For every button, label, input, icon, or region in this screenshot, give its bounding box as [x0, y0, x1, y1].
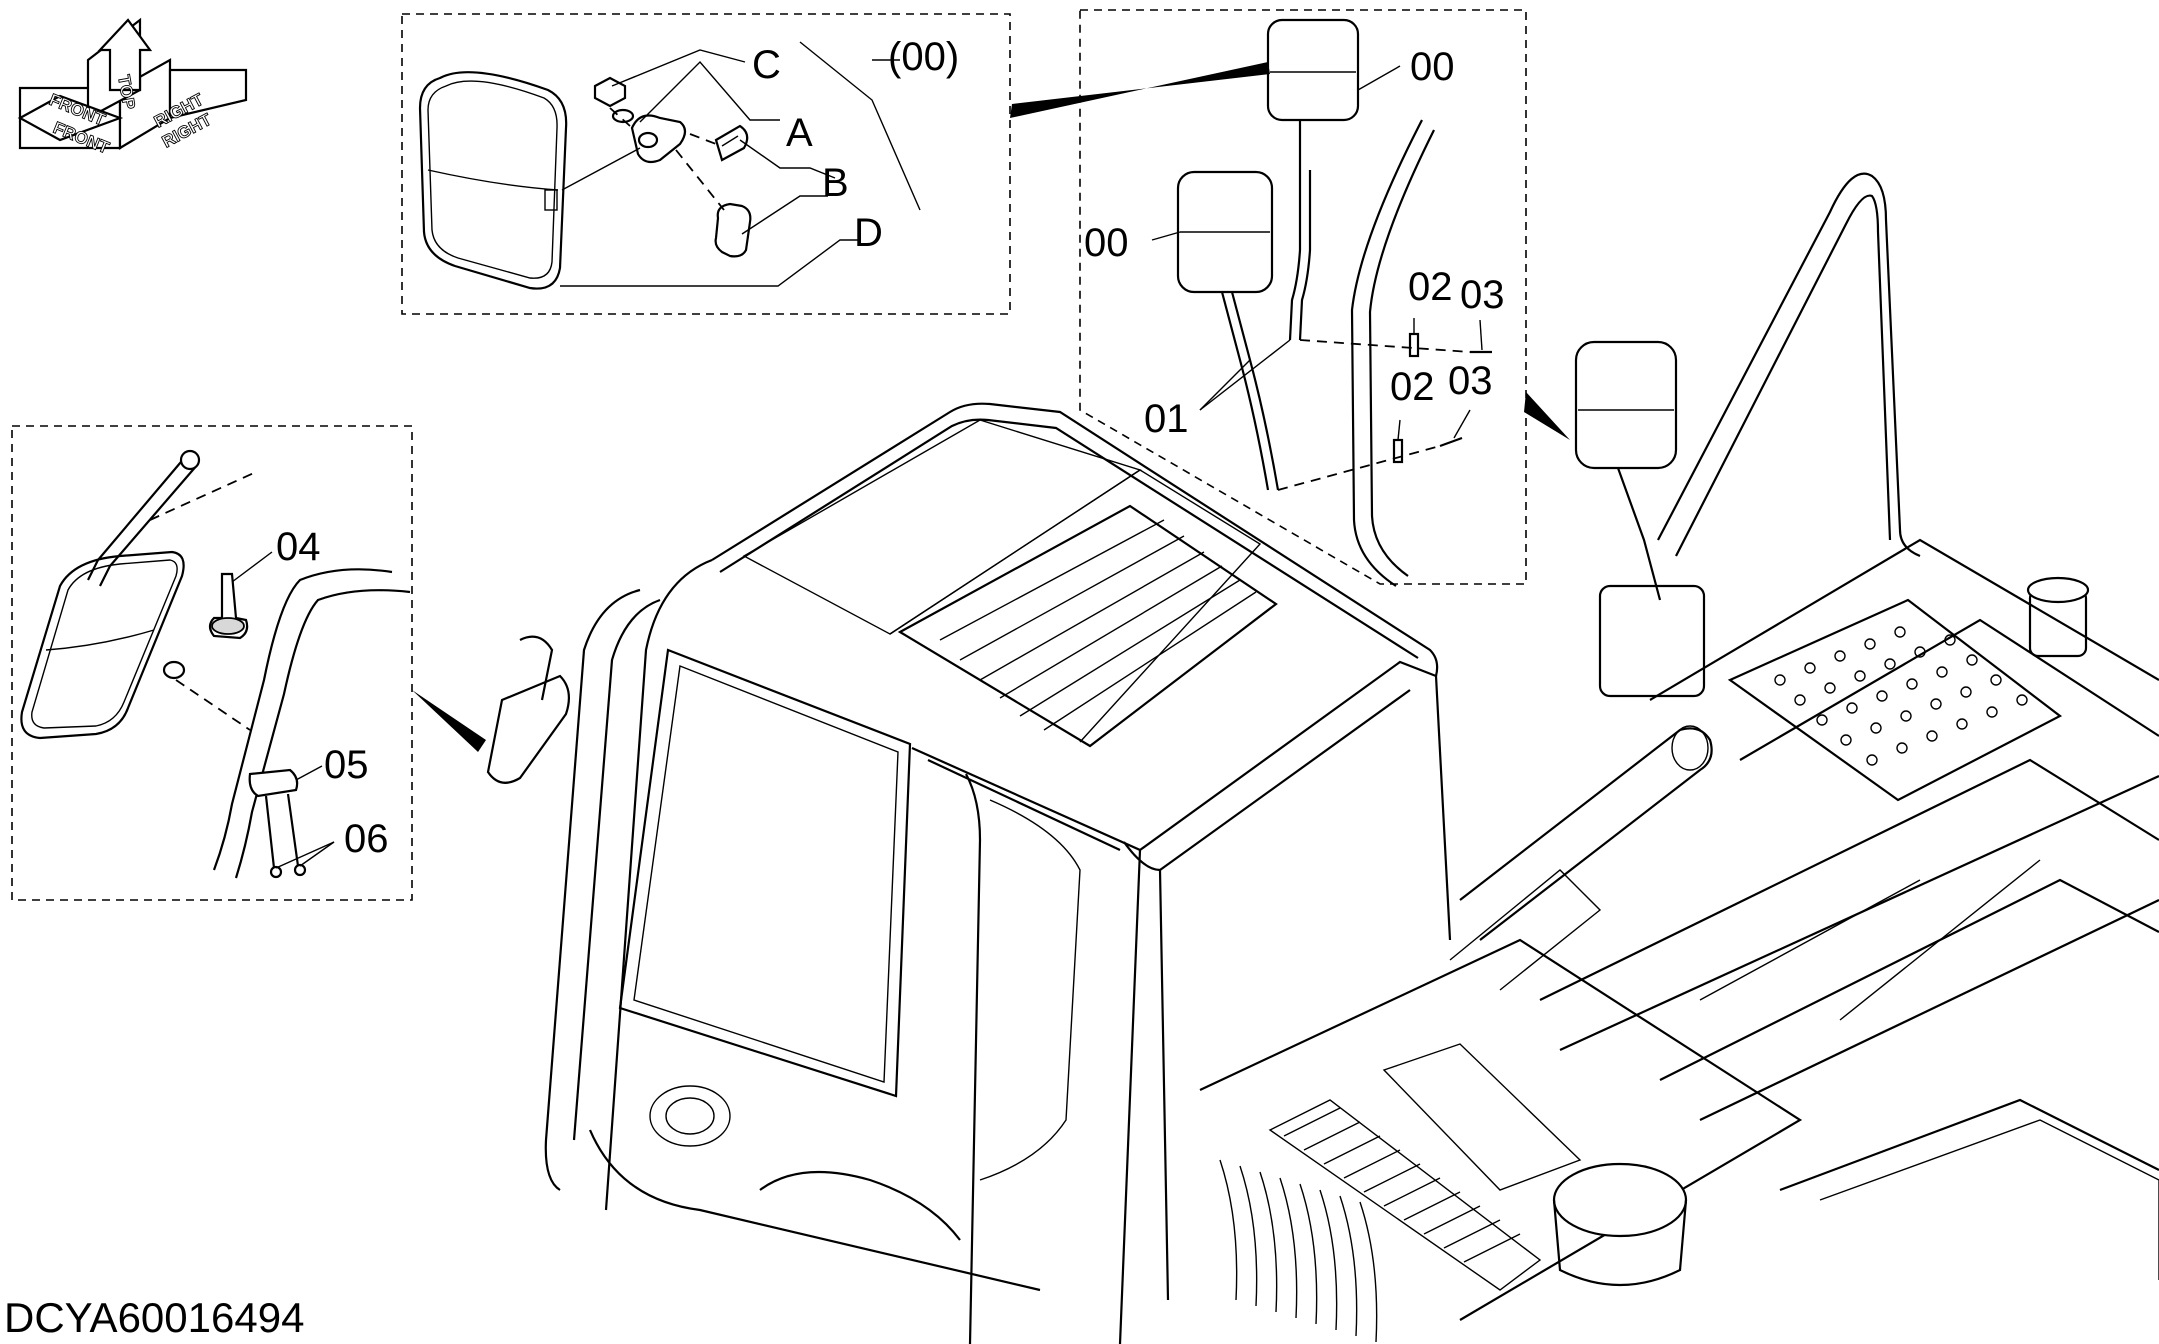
- detail-left-mirror: 04 05 06: [11, 425, 413, 901]
- label-d: D: [854, 211, 883, 255]
- label-clip-upper: 02: [1408, 265, 1453, 309]
- pointer-wedge-left: [412, 690, 486, 752]
- orientation-icon: FRONT FRONT TOP RIGHT RIGHT: [17, 17, 248, 158]
- screw-right: [286, 793, 300, 867]
- label-mirror-left: 00: [1084, 221, 1129, 265]
- nut: [593, 76, 627, 108]
- label-group: (00): [888, 35, 959, 79]
- label-mirror-top: 00: [1410, 45, 1455, 89]
- label-bracket-lower: 05: [324, 743, 369, 787]
- air-cleaner: [1552, 1162, 1688, 1238]
- mirror-glass-left: [20, 550, 185, 740]
- label-screw-upper: 03: [1460, 273, 1505, 317]
- label-screw-lower: 03: [1448, 359, 1493, 403]
- step-plate: [1727, 598, 2063, 802]
- step-plate-holes: [1774, 626, 2028, 766]
- pointer-wedge-top: [1010, 62, 1270, 118]
- label-clip-lower: 02: [1390, 365, 1435, 409]
- mirror-right-machine: [1574, 340, 1678, 470]
- label-a: A: [786, 111, 813, 155]
- clip-upper: [1408, 332, 1420, 358]
- roof-hatch: [897, 504, 1278, 748]
- screw-left: [264, 795, 276, 869]
- collar: [714, 202, 752, 258]
- bolt: [714, 124, 749, 162]
- windshield: [618, 648, 912, 1098]
- pointer-wedge-right: [1524, 392, 1570, 440]
- label-b: B: [822, 161, 849, 205]
- bracket-lower: [248, 768, 299, 798]
- mirror-top: [1266, 18, 1360, 122]
- label-stay: 01: [1144, 397, 1189, 441]
- label-c: C: [752, 43, 781, 87]
- engine-vent: [1268, 1099, 1542, 1291]
- label-bracket-upper: 04: [276, 525, 321, 569]
- detail-mirror-assembly: C (00) A B D: [401, 13, 1011, 315]
- detail-right-mirrors: 00 00 01 02 03 02 03: [1010, 9, 1527, 587]
- washer: [611, 108, 635, 124]
- excavator-cab-illustration: [486, 172, 2159, 1344]
- screw-lower: [1439, 436, 1463, 448]
- mirror-glass: [418, 71, 568, 290]
- label-screws: 06: [344, 817, 389, 861]
- drawing-code: DCYA60016494: [4, 1294, 304, 1341]
- bracket: [630, 114, 687, 164]
